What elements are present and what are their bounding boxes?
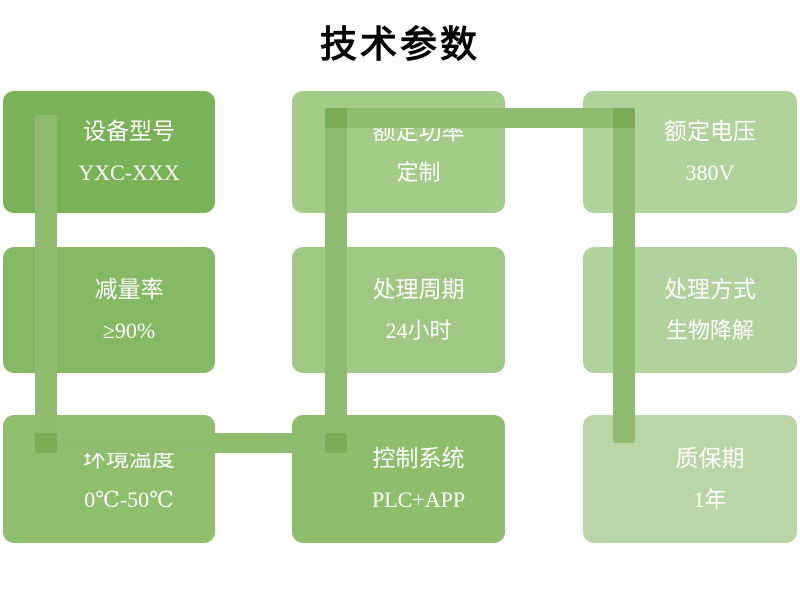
spec-label: 减量率: [94, 276, 164, 302]
spec-value: ≥90%: [102, 318, 156, 344]
spec-label: 处理周期: [372, 276, 465, 302]
connector-vertical-right: [613, 108, 635, 443]
connector-corner-bottom-left: [35, 433, 57, 453]
connector-horizontal-top: [325, 108, 635, 128]
spec-value: 定制: [396, 160, 441, 186]
spec-value: 生物降解: [665, 318, 754, 344]
spec-label: 额定电压: [664, 118, 756, 144]
spec-value: 1年: [693, 487, 727, 513]
spec-value: 380V: [685, 160, 735, 186]
spec-label: 处理方式: [664, 276, 756, 302]
spec-value: PLC+APP: [371, 487, 466, 513]
spec-label: 控制系统: [372, 445, 465, 471]
connector-corner-bottom-middle: [325, 433, 347, 453]
connector-vertical-left: [35, 115, 57, 453]
spec-label: 设备型号: [83, 118, 175, 144]
spec-value: YXC-XXX: [78, 160, 180, 186]
spec-value: 24小时: [385, 318, 452, 344]
connector-horizontal-bottom: [35, 433, 347, 453]
spec-value: 0℃-50℃: [84, 487, 174, 513]
spec-box-processing-cycle: 处理周期 24小时: [292, 247, 505, 373]
connector-vertical-middle: [325, 108, 347, 453]
spec-label: 质保期: [675, 445, 745, 471]
connector-corner-top-middle: [325, 108, 347, 128]
slide-title: 技术参数: [320, 24, 480, 65]
connector-corner-top-right: [613, 108, 635, 128]
